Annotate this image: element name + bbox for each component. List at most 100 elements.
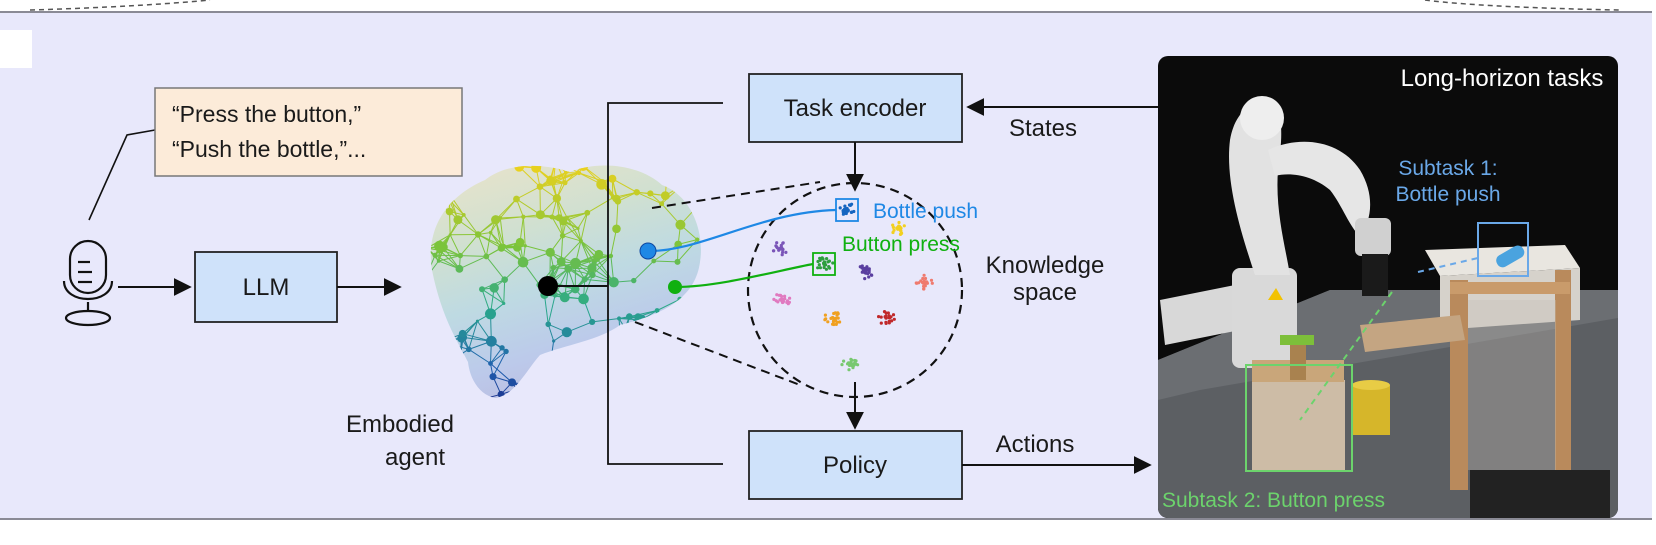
brain-node: [659, 398, 670, 409]
brain-node: [461, 212, 466, 217]
brain-edge: [468, 348, 491, 364]
zoom-line-top: [651, 181, 821, 209]
cluster-point: [821, 257, 825, 261]
brain-edge: [477, 234, 487, 257]
robot-photo: [1158, 56, 1618, 518]
brain-node: [609, 369, 617, 377]
brain-node: [584, 209, 591, 216]
brain-edge: [490, 351, 507, 364]
brain-edge: [550, 172, 580, 182]
subtask1-line-1: Subtask 1:: [1398, 157, 1497, 180]
brain-edge: [490, 232, 505, 247]
brain-edge: [639, 383, 650, 387]
cluster-point: [774, 299, 778, 303]
brain-edge: [649, 383, 670, 398]
brain-edge: [448, 176, 451, 195]
cluster-point: [843, 204, 847, 208]
cluster-point: [897, 220, 901, 225]
brain-node: [475, 319, 479, 323]
brain-edge: [532, 371, 554, 387]
brain-edge: [463, 214, 479, 235]
brain-node: [576, 170, 582, 176]
cluster-point: [865, 265, 869, 269]
brain-edge: [667, 166, 682, 186]
brain-node: [612, 224, 621, 234]
brain-edge: [431, 194, 450, 199]
brain-edge: [629, 310, 658, 318]
brain-edge: [448, 176, 450, 200]
brain-node: [488, 361, 493, 366]
bottle-push-link: [647, 208, 837, 253]
cluster-point: [780, 253, 784, 257]
cluster-point: [824, 267, 829, 271]
brain-edge: [523, 385, 534, 398]
cluster-point: [777, 293, 781, 297]
cluster-point: [828, 266, 832, 270]
agent-node: [538, 276, 558, 296]
brain-edge: [532, 385, 556, 398]
brain-edge: [447, 379, 460, 388]
brain-edge: [679, 298, 700, 310]
brain-node: [660, 191, 670, 201]
brain-edge: [686, 295, 701, 313]
brain-network: [430, 156, 701, 409]
brain-edge: [431, 197, 450, 201]
brain-edge: [692, 374, 700, 398]
brain-edge: [555, 396, 559, 398]
brain-edge: [547, 324, 555, 342]
brain-edge: [447, 386, 451, 398]
brain-edge: [472, 165, 476, 173]
brain-edge: [522, 216, 526, 246]
bottle-push-node: [639, 242, 657, 260]
brain-edge: [677, 370, 690, 393]
cluster-point: [826, 320, 830, 324]
brain-node: [436, 259, 441, 263]
brain-node: [445, 374, 449, 378]
brain-edge: [430, 279, 434, 308]
brain-node: [608, 277, 619, 288]
brain-edge: [458, 354, 462, 381]
brain-edge: [562, 227, 579, 237]
brain-edge: [472, 168, 476, 173]
cluster-point: [921, 276, 925, 281]
brain-edge: [449, 211, 451, 235]
brain-edge: [557, 381, 580, 398]
brain-edge: [682, 308, 700, 327]
cluster-point: [834, 319, 838, 323]
brain-edge: [431, 176, 450, 199]
brain-edge: [503, 279, 506, 304]
brain-node: [633, 189, 640, 196]
cluster-point: [840, 363, 844, 367]
brain-edge: [490, 347, 503, 364]
brain-node: [445, 207, 454, 216]
brain-node: [590, 394, 595, 398]
brain-edge: [633, 260, 655, 281]
brain-edge: [562, 212, 588, 222]
cluster-point: [832, 322, 836, 327]
brain-node: [502, 301, 506, 306]
brain-node: [552, 339, 556, 343]
cluster-point: [863, 277, 867, 281]
cluster-point: [856, 363, 860, 367]
brain-edge: [555, 396, 581, 398]
brain-node: [503, 348, 509, 355]
cluster-point: [836, 311, 840, 315]
brain-node: [554, 399, 562, 407]
brain-node: [552, 194, 562, 203]
brain-edge: [533, 373, 556, 393]
cluster-point: [788, 296, 792, 300]
cluster-point: [831, 261, 835, 265]
brain-node: [512, 165, 517, 168]
brain-node: [468, 156, 478, 166]
cluster-point: [827, 259, 832, 263]
cluster-point: [902, 224, 906, 228]
brain-edge: [552, 371, 556, 375]
brain-edge: [615, 201, 619, 229]
brain-edge: [592, 317, 620, 323]
brain-edge: [495, 198, 517, 221]
cluster-point: [834, 316, 838, 320]
brain-edge: [577, 228, 582, 242]
brain-node: [674, 258, 681, 265]
brain-node: [488, 230, 493, 235]
brain-node: [491, 215, 501, 225]
